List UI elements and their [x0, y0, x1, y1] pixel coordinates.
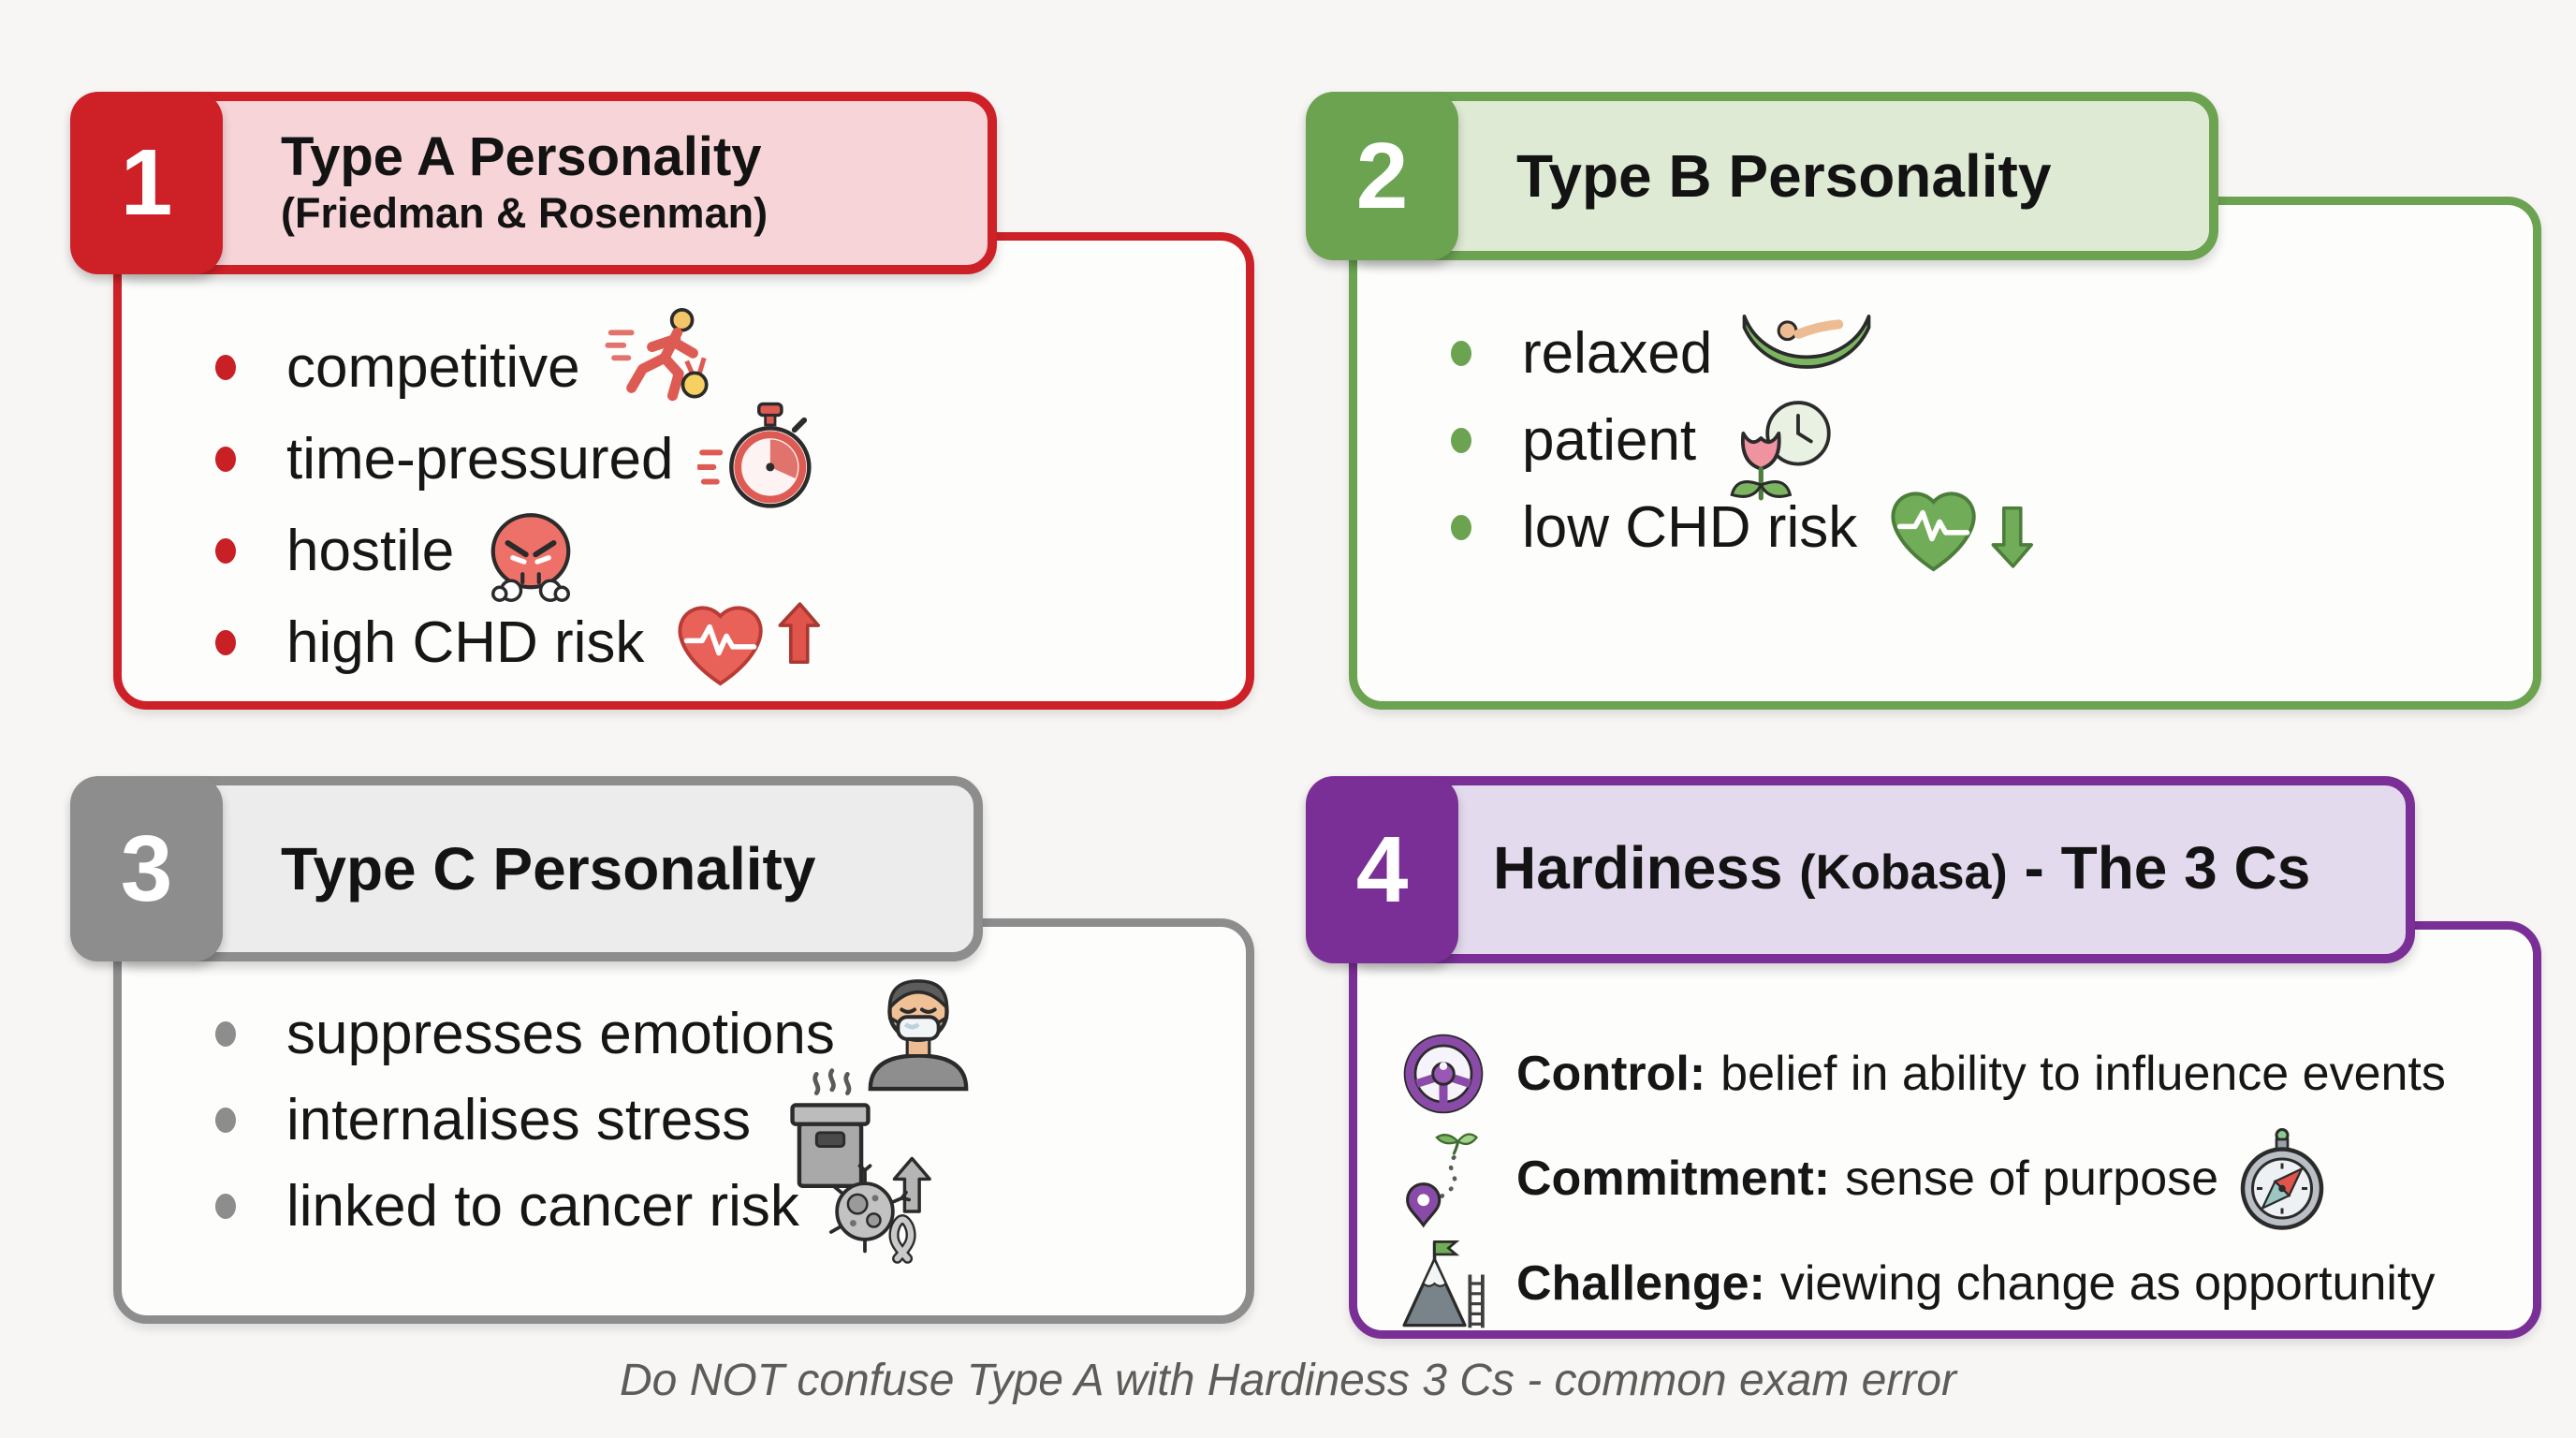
card-title: Type A Personality	[281, 125, 762, 187]
card-title-suffix: - The 3 Cs	[2024, 833, 2311, 902]
compass-icon	[2240, 1128, 2324, 1230]
bullet-dot	[1451, 428, 1471, 453]
row-commitment: Commitment: sense of purpose	[1357, 1126, 2533, 1231]
type-b-header-pill: Type B Personality	[1343, 92, 2218, 260]
stopwatch-icon	[697, 402, 812, 508]
bullet-dot	[215, 446, 236, 472]
heart-ecg-down-arrow-icon	[1891, 491, 2034, 571]
card-title: Type B Personality	[1516, 142, 2052, 210]
card-title-paren: (Kobasa)	[1799, 844, 2008, 900]
item-label: Challenge:	[1516, 1256, 1765, 1311]
bullet-text: low CHD risk	[1522, 495, 1858, 560]
item-label: Control:	[1516, 1047, 1706, 1101]
type-a-body: competitive time-pressured	[113, 232, 1254, 710]
type-a-card: competitive time-pressured	[70, 92, 1254, 710]
bullet-dot	[215, 1020, 236, 1047]
type-c-header-pill: Type C Personality	[108, 776, 983, 961]
card-title: Hardiness (Kobasa) - The 3 Cs	[1493, 833, 2311, 902]
card-subtitle: (Friedman & Rosenman)	[281, 188, 768, 237]
bullet-patient: patient	[1357, 397, 2533, 500]
bullet-text: competitive	[286, 334, 580, 400]
bullet-dot	[215, 1107, 236, 1133]
bullet-competitive: competitive	[122, 308, 1246, 413]
bullet-dot	[215, 1193, 236, 1219]
type-c-bullet-list: suppresses emotions internalises st	[122, 927, 1246, 1264]
bullet-dot	[215, 354, 236, 380]
bullet-dot	[1451, 515, 1471, 540]
bullet-dot	[215, 537, 236, 564]
number-badge: 1	[70, 92, 223, 274]
type-b-body: relaxed patient	[1349, 197, 2541, 710]
number-badge: 2	[1306, 92, 1458, 260]
cancer-cell-arrow-icon	[828, 1156, 931, 1264]
type-a-header-pill: Type A Personality (Friedman & Rosenman)	[108, 92, 997, 274]
item-label: Commitment:	[1516, 1152, 1831, 1206]
hardiness-rows: Control: belief in ability to influence e…	[1357, 930, 2533, 1336]
row-control: Control: belief in ability to influence e…	[1357, 1021, 2533, 1126]
bullet-suppresses-emotions: suppresses emotions	[122, 979, 1246, 1092]
hardiness-card: Control: belief in ability to influence e…	[1306, 776, 2541, 1339]
bullet-text: suppresses emotions	[286, 1001, 835, 1066]
bullet-dot	[215, 629, 236, 655]
hardiness-body: Control: belief in ability to influence e…	[1349, 921, 2541, 1339]
item-text: sense of purpose	[1845, 1152, 2219, 1206]
steering-wheel-icon	[1403, 1034, 1484, 1114]
row-challenge: Challenge: viewing change as opportunity	[1357, 1231, 2533, 1336]
mountain-flag-icon	[1402, 1240, 1485, 1328]
number-badge: 4	[1306, 776, 1458, 963]
item-text: viewing change as opportunity	[1779, 1256, 2436, 1311]
card-title: Type C Personality	[281, 835, 816, 902]
steam-box-icon	[790, 1068, 871, 1189]
type-b-card: relaxed patient	[1306, 92, 2541, 710]
bullet-high-chd-risk: high CHD risk	[122, 596, 1246, 688]
bullet-text: linked to cancer risk	[286, 1173, 799, 1239]
exam-warning-note: Do NOT confuse Type A with Hardiness 3 C…	[620, 1356, 1956, 1405]
masked-person-icon	[868, 979, 969, 1092]
bullet-linked-to-cancer-risk: linked to cancer risk	[122, 1156, 1246, 1264]
bullet-text: internalises stress	[286, 1087, 752, 1152]
item-text: belief in ability to influence events	[1720, 1047, 2446, 1101]
bullet-dot	[1451, 341, 1471, 366]
bullet-text: relaxed	[1522, 321, 1713, 386]
route-pin-sprout-icon	[1406, 1133, 1479, 1228]
bullet-hostile: hostile	[122, 505, 1246, 602]
bullet-time-pressured: time-pressured	[122, 402, 1246, 508]
angry-face-icon	[490, 513, 571, 602]
hammock-icon	[1743, 314, 1871, 369]
type-b-bullet-list: relaxed patient	[1357, 205, 2533, 571]
type-c-card: suppresses emotions internalises st	[70, 776, 1254, 1324]
heart-ecg-up-arrow-icon	[678, 602, 821, 686]
type-c-body: suppresses emotions internalises st	[113, 918, 1254, 1324]
bullet-text: hostile	[286, 518, 455, 583]
runner-medal-icon	[604, 308, 709, 402]
bullet-text: patient	[1522, 408, 1697, 473]
flower-clock-icon	[1730, 400, 1831, 500]
bullet-low-chd-risk: low CHD risk	[1357, 484, 2533, 571]
bullet-relaxed: relaxed	[1357, 310, 2533, 397]
hardiness-header-pill: Hardiness (Kobasa) - The 3 Cs	[1343, 776, 2415, 963]
bullet-text: high CHD risk	[286, 609, 645, 675]
bullet-text: time-pressured	[286, 426, 674, 492]
bullet-internalises-stress: internalises stress	[122, 1068, 1246, 1189]
number-badge: 3	[70, 776, 223, 961]
type-a-bullet-list: competitive time-pressured	[122, 241, 1246, 688]
